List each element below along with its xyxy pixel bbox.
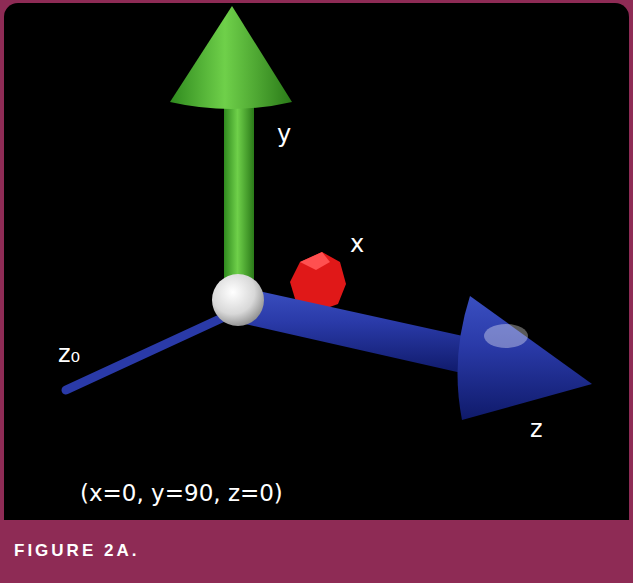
rotation-values: (x=0, y=90, z=0) — [80, 480, 283, 506]
figure-caption: FIGURE 2A. — [14, 541, 139, 561]
axis-label: x — [350, 230, 364, 258]
axis-label: y — [277, 120, 291, 148]
axis-label: z₀ — [58, 340, 80, 368]
y-axis-shaft — [224, 100, 254, 295]
y-axis-head — [170, 6, 292, 109]
z0-axis — [66, 318, 222, 390]
z-axis-head — [458, 296, 593, 420]
origin-sphere — [212, 274, 264, 326]
x-axis-highlight — [300, 252, 330, 270]
z-axis-shine — [484, 324, 528, 348]
z-axis-shaft — [245, 288, 472, 374]
axis-label: z — [530, 415, 543, 443]
